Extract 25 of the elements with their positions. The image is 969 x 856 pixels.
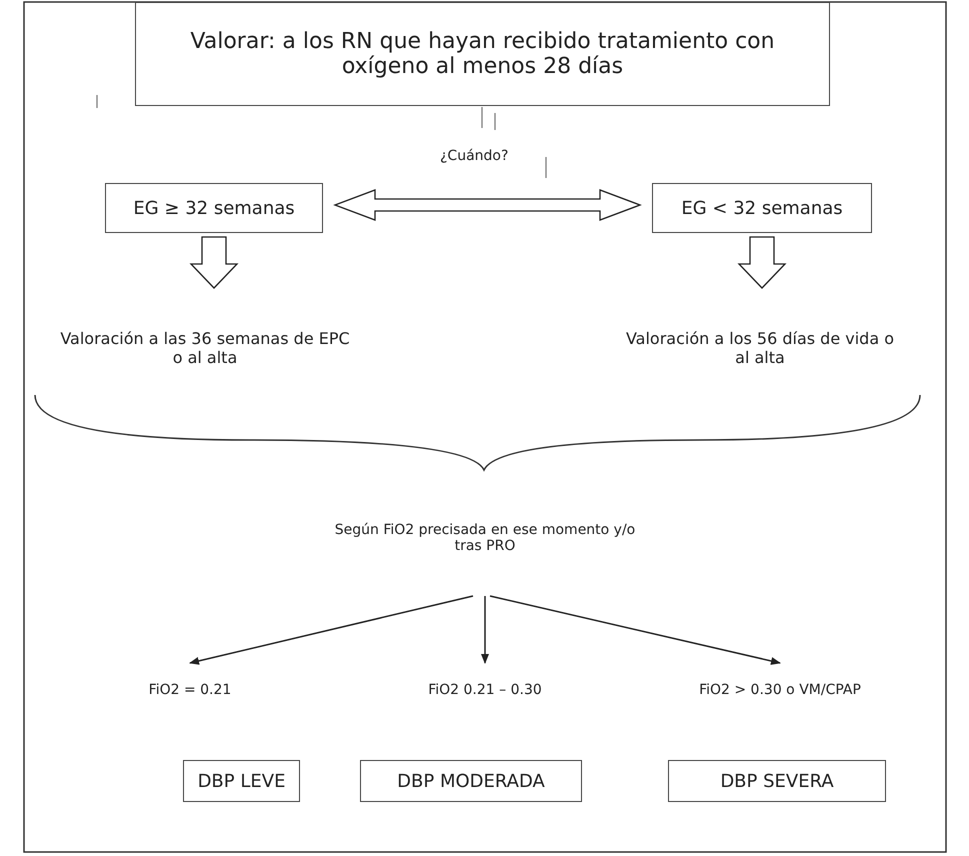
block-arrow bbox=[189, 236, 239, 289]
block-arrow bbox=[737, 236, 787, 289]
box-text: DBP SEVERA bbox=[720, 770, 834, 792]
box-text: Valorar: a los RN que hayan recibido tratamiento con oxígeno al menos 28 días bbox=[189, 29, 776, 79]
step-text: FiO2 = 0.21 bbox=[148, 682, 232, 698]
box-text: DBP LEVE bbox=[198, 770, 286, 792]
box-text: DBP MODERADA bbox=[397, 770, 545, 792]
question-text: ¿Cuándo? bbox=[440, 148, 508, 164]
box-text: EG < 32 semanas bbox=[681, 198, 843, 218]
step-text: FiO2 > 0.30 o VM/CPAP bbox=[699, 682, 861, 698]
process-box bbox=[652, 183, 872, 233]
result-box bbox=[183, 760, 300, 802]
result-box bbox=[360, 760, 582, 802]
block-arrow bbox=[333, 189, 642, 221]
step-text: Según FiO2 precisada en ese momento y/o tras PRO bbox=[334, 522, 636, 554]
arrow bbox=[481, 596, 489, 664]
process-box bbox=[135, 2, 830, 106]
step-text: FiO2 0.21 – 0.30 bbox=[428, 682, 542, 698]
result-box bbox=[668, 760, 886, 802]
step-text: Valoración a las 36 semanas de EPC o al alta bbox=[60, 329, 350, 367]
arrow bbox=[189, 595, 474, 665]
arrow bbox=[490, 595, 781, 665]
box-text: EG ≥ 32 semanas bbox=[133, 198, 295, 218]
process-box bbox=[105, 183, 323, 233]
step-text: Valoración a los 56 días de vida o al alta bbox=[624, 329, 896, 367]
